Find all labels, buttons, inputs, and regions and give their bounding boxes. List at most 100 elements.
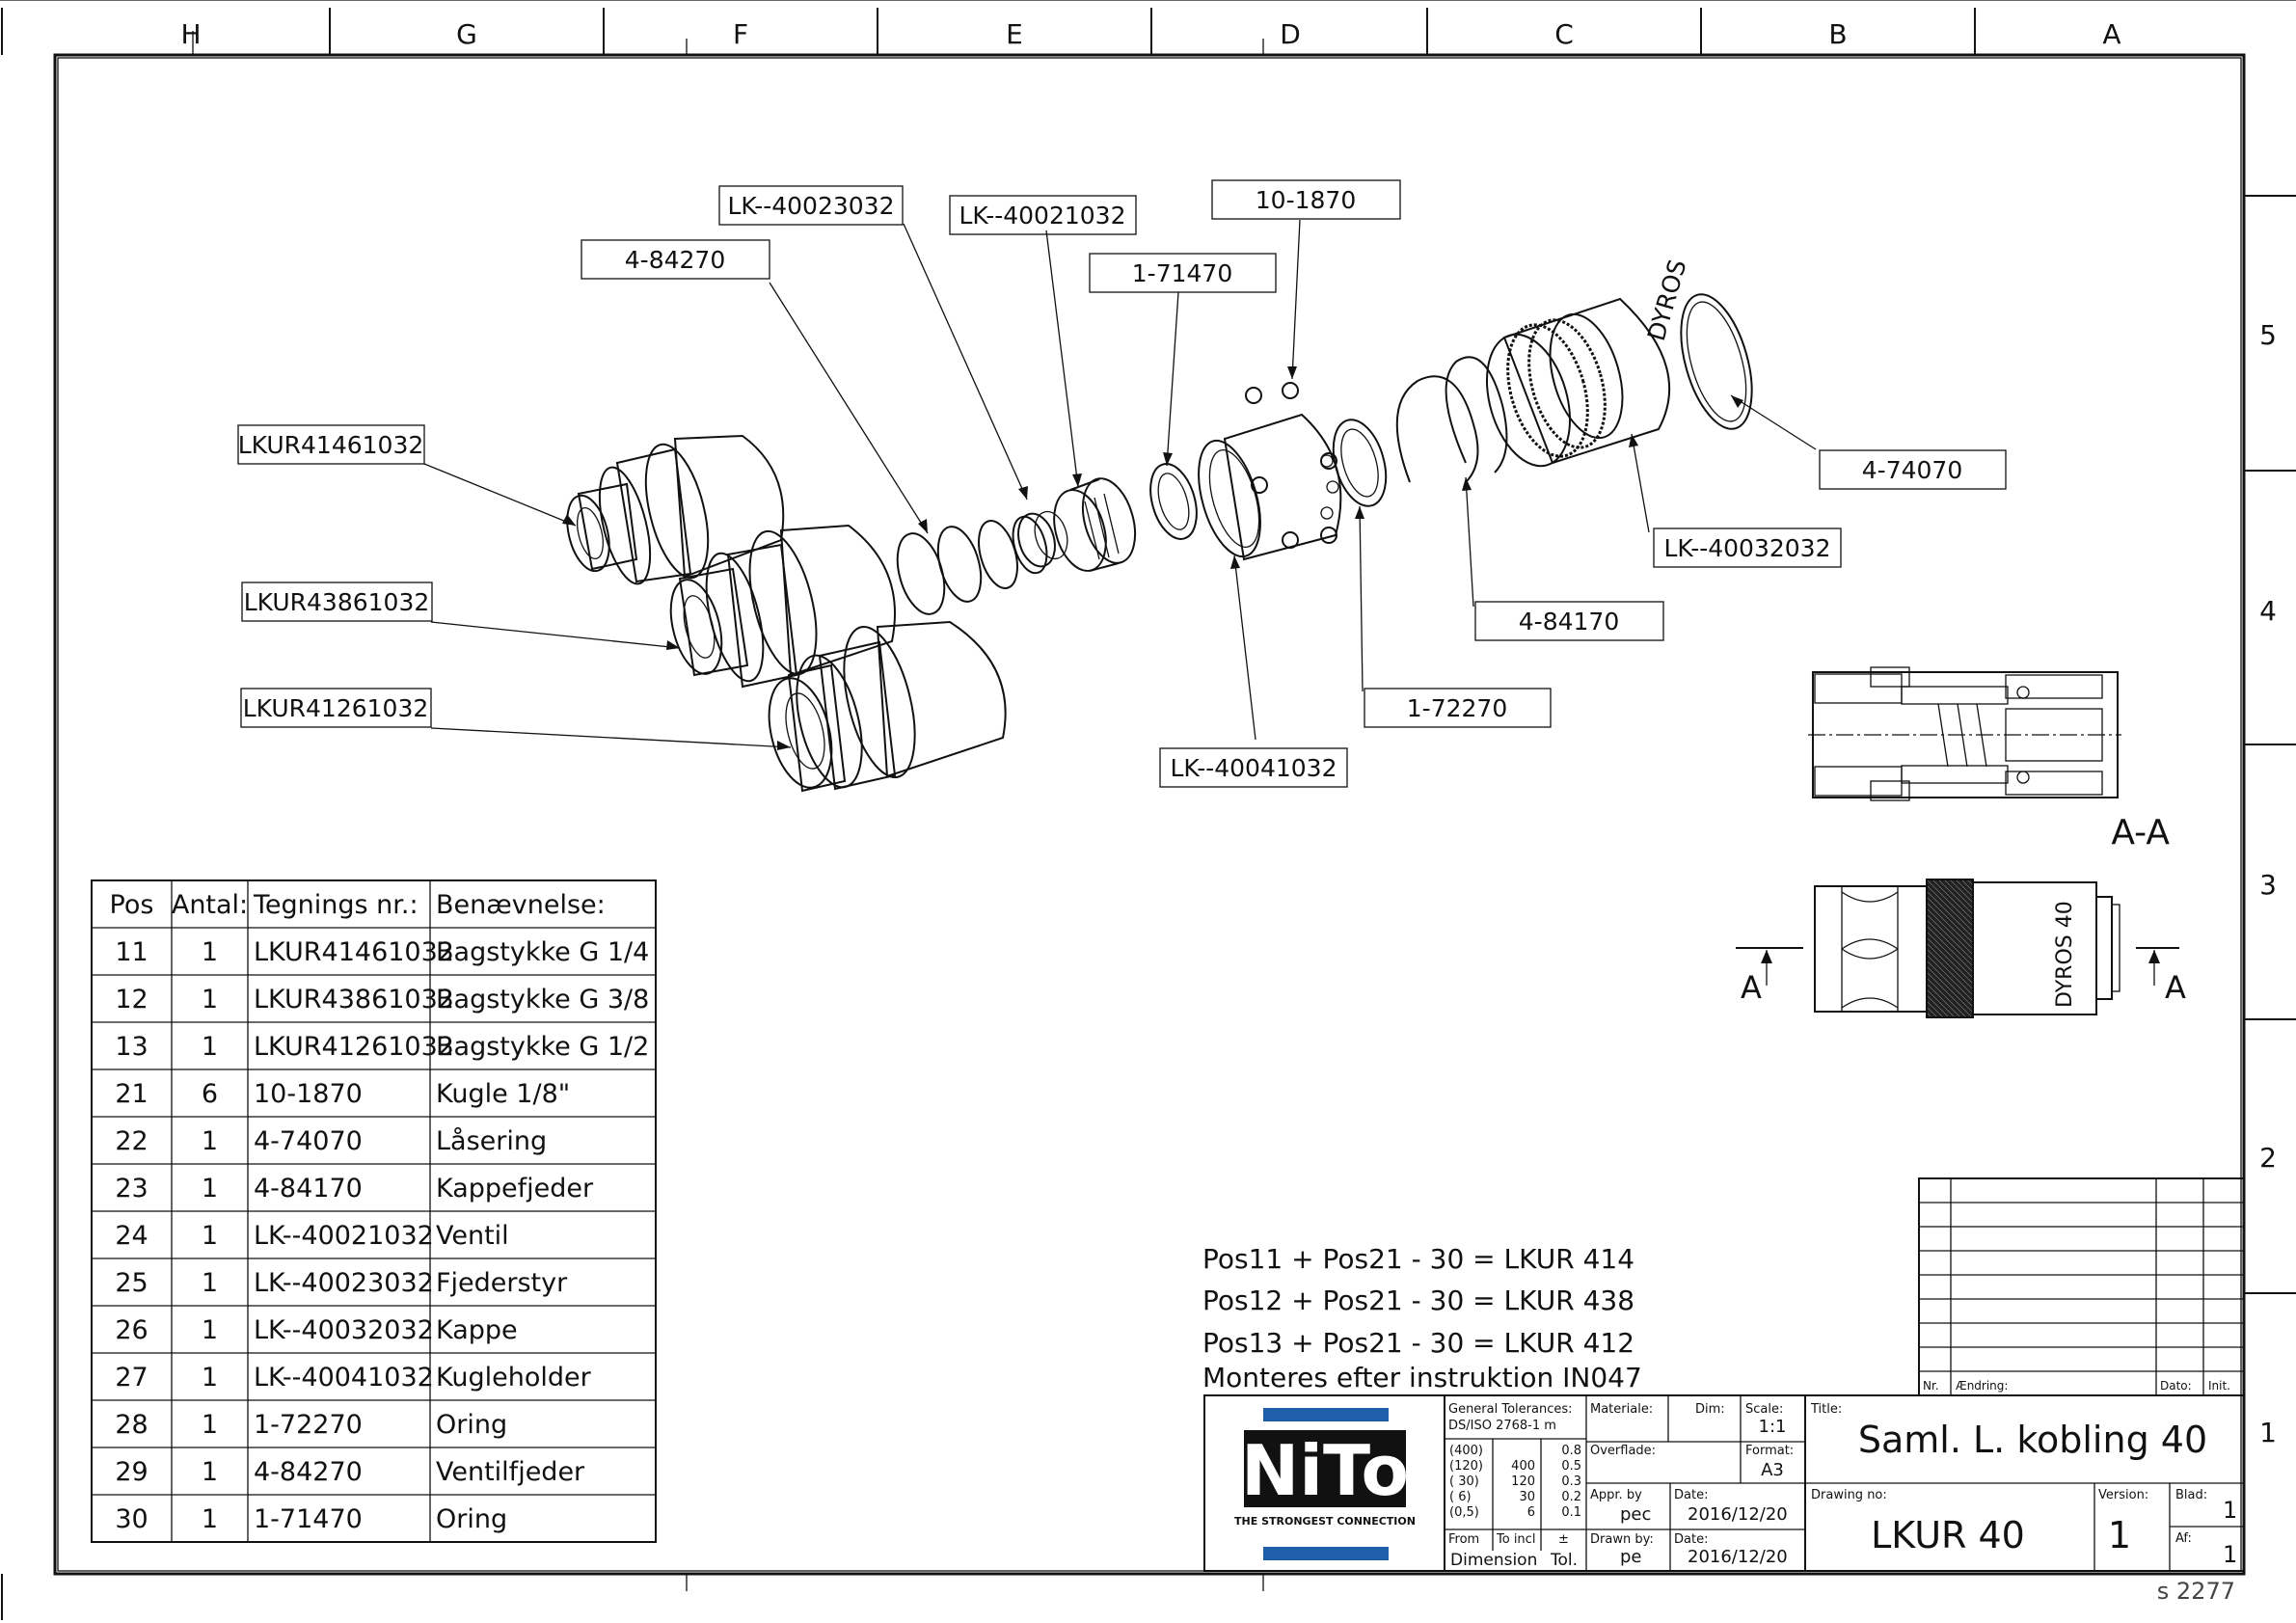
part-kappefjeder xyxy=(1445,356,1508,473)
appr-by-label: Appr. by xyxy=(1590,1488,1642,1502)
tol-to-4: 30 xyxy=(1519,1490,1535,1504)
zone-col-b: B xyxy=(1828,18,1847,50)
bom-pos: 21 xyxy=(115,1079,148,1109)
callout-boxes: LK--40023032 LK--40021032 10-1870 4-8427… xyxy=(237,179,2007,788)
bom-description: Kugleholder xyxy=(436,1363,592,1393)
zone-row-2: 2 xyxy=(2259,1142,2277,1174)
section-label: A-A xyxy=(2111,813,2170,852)
sleeve-brand-text: DYROS xyxy=(1642,257,1692,344)
overflade-label: Overflade: xyxy=(1590,1444,1656,1458)
tol-dimension-label: Dimension xyxy=(1450,1551,1537,1570)
callout-lkur41461032: LKUR41461032 xyxy=(237,424,425,465)
af-label: Af: xyxy=(2175,1531,2192,1546)
logo-tagline: THE STRONGEST CONNECTION xyxy=(1234,1515,1416,1528)
tol-range-1: (400) xyxy=(1449,1444,1483,1458)
zone-row-1: 1 xyxy=(2259,1417,2277,1448)
callout-484170-text: 4-84170 xyxy=(1519,608,1619,636)
dim-label: Dim: xyxy=(1695,1402,1725,1417)
callout-lk40021032-text: LK--40021032 xyxy=(959,202,1126,230)
zone-col-e: E xyxy=(1006,18,1023,50)
company-logo: NiTo THE STRONGEST CONNECTION xyxy=(1234,1408,1416,1560)
bom-description: Oring xyxy=(436,1410,507,1440)
bom-pos: 28 xyxy=(115,1410,148,1440)
bom-antal: 1 xyxy=(202,1315,218,1345)
part-lasering-open xyxy=(1395,375,1479,483)
zone-row-5: 5 xyxy=(2259,319,2277,351)
tol-range-2: (120) xyxy=(1449,1459,1483,1474)
bom-pos: 23 xyxy=(115,1174,148,1204)
bom-antal: 1 xyxy=(202,1221,218,1251)
bom-antal: 1 xyxy=(202,985,218,1014)
bom-pos: 27 xyxy=(115,1363,148,1393)
note-1: Pos11 + Pos21 - 30 = LKUR 414 xyxy=(1202,1243,1634,1275)
callout-lk40032032: LK--40032032 xyxy=(1653,527,1842,568)
version-value: 1 xyxy=(2108,1514,2131,1556)
bom-description: Kappe xyxy=(436,1315,518,1345)
tol-toincl-label: To incl xyxy=(1496,1532,1535,1547)
bom-drawing-no: LK--40021032 xyxy=(254,1221,434,1251)
format-value: A3 xyxy=(1761,1460,1784,1480)
callout-171470-text: 1-71470 xyxy=(1132,259,1232,287)
callout-lkur43861032: LKUR43861032 xyxy=(241,582,433,622)
part-fjederstyr xyxy=(1017,510,1068,568)
section-marker-left: A xyxy=(1741,969,1762,1006)
zone-row-3: 3 xyxy=(2259,869,2277,901)
rev-col-init: Init. xyxy=(2208,1379,2230,1393)
rev-col-nr: Nr. xyxy=(1923,1379,1939,1393)
tol-val-1: 0.8 xyxy=(1561,1444,1581,1458)
bom-drawing-no: 4-74070 xyxy=(254,1126,363,1156)
gen-tol-standard: DS/ISO 2768-1 m xyxy=(1448,1419,1556,1433)
revision-block: Nr. Ændring: Dato: Init. xyxy=(1918,1177,2245,1396)
tol-pm-label: ± xyxy=(1558,1532,1569,1547)
callout-474070: 4-74070 xyxy=(1819,449,2007,490)
callout-lk40041032: LK--40041032 xyxy=(1159,747,1348,788)
note-4: Monteres efter instruktion IN047 xyxy=(1202,1362,1642,1393)
tol-to-3: 120 xyxy=(1511,1474,1535,1489)
bom-description: Fjederstyr xyxy=(436,1268,568,1298)
part-oring-172270 xyxy=(1332,419,1388,507)
date-label-2: Date: xyxy=(1674,1532,1708,1547)
zone-row-labels: 5 4 3 2 1 xyxy=(2259,319,2277,1448)
scale-value: 1:1 xyxy=(1759,1417,1787,1437)
part-ventilfjeder xyxy=(896,515,1048,615)
part-lasering xyxy=(1680,293,1753,430)
bom-description: Oring xyxy=(436,1504,507,1534)
bom-drawing-no: LKUR41261032 xyxy=(254,1032,454,1062)
bom-pos: 25 xyxy=(115,1268,148,1298)
section-view-aa: A-A xyxy=(1808,666,2170,852)
bom-drawing-no: 4-84170 xyxy=(254,1174,363,1204)
bom-description: Bagstykke G 1/2 xyxy=(436,1032,649,1062)
date-value-2: 2016/12/20 xyxy=(1688,1547,1788,1567)
tol-tol-label: Tol. xyxy=(1550,1551,1578,1570)
bom-description: Bagstykke G 3/8 xyxy=(436,985,649,1014)
materiale-label: Materiale: xyxy=(1590,1402,1653,1417)
callout-lk40032032-text: LK--40032032 xyxy=(1664,534,1831,562)
zone-row-ticks xyxy=(2244,195,2296,1294)
callout-leaders xyxy=(423,219,1817,750)
bom-antal: 1 xyxy=(202,1032,218,1062)
zone-column-labels: H G F E D C B A xyxy=(180,18,2120,50)
bom-antal: 1 xyxy=(202,1174,218,1204)
blad-value: 1 xyxy=(2223,1497,2237,1524)
drawn-by-value: pe xyxy=(1620,1547,1642,1567)
bom-description: Bagstykke G 1/4 xyxy=(436,937,649,967)
sheet-code: s 2277 xyxy=(2157,1578,2235,1605)
drawing-metadata: Materiale: Dim: Scale: 1:1 Overflade: Fo… xyxy=(1586,1395,1805,1571)
tol-to-5: 6 xyxy=(1527,1505,1535,1520)
bom-pos: 11 xyxy=(115,937,148,967)
zone-column-ticks xyxy=(1,8,1976,1620)
bom-antal: 1 xyxy=(202,937,218,967)
part-kugleholder xyxy=(1198,413,1342,561)
tol-val-3: 0.3 xyxy=(1561,1474,1581,1489)
tol-from-label: From xyxy=(1448,1532,1479,1547)
title-block: NiTo THE STRONGEST CONNECTION General To… xyxy=(1203,1394,2245,1572)
